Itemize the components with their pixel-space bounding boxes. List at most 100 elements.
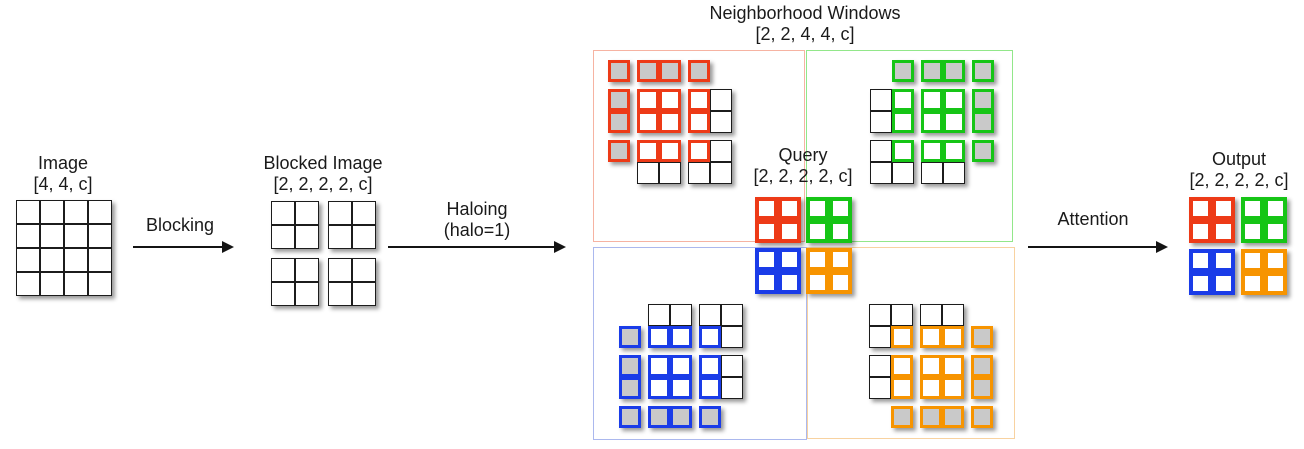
halo-cell (619, 406, 641, 428)
window-cell (778, 220, 801, 243)
image-cell (648, 304, 670, 326)
cell-group (972, 89, 994, 133)
neighborhood-title-line2: [2, 2, 4, 4, c] (755, 24, 855, 44)
image-cell (64, 200, 88, 224)
image-cell (64, 224, 88, 248)
window-cell (755, 248, 778, 271)
cell-group (1189, 249, 1235, 295)
window-cell (755, 220, 778, 243)
window-cell (943, 140, 965, 162)
neighborhood-box-green (806, 50, 1013, 242)
window-cell (1241, 197, 1264, 220)
cell-group (921, 140, 965, 184)
image-stage-label: Image [4, 4, c] (33, 153, 92, 195)
window-cell (670, 355, 692, 377)
halo-cell (971, 326, 993, 348)
window-cell (921, 89, 943, 111)
halo-cell (619, 377, 641, 399)
halo-cell (608, 60, 630, 82)
window-cell (1264, 272, 1287, 295)
window-cell (920, 355, 942, 377)
window-cell (699, 326, 721, 348)
image-cell (16, 200, 40, 224)
attention-arrow-head-icon (1156, 241, 1168, 253)
cell-group (608, 60, 630, 82)
window-cell (688, 111, 710, 133)
cell-group (971, 406, 993, 428)
halo-cell (972, 140, 994, 162)
window-cell (1189, 249, 1212, 272)
cell-group (920, 406, 964, 428)
image-cell (637, 162, 659, 184)
window-cell (891, 326, 913, 348)
image-cell (710, 111, 732, 133)
cell-group (972, 140, 994, 162)
halo-cell (637, 60, 659, 82)
output-stage-label: Output [2, 2, 2, 2, c] (1189, 149, 1288, 191)
query-shape: [2, 2, 2, 2, c] (753, 166, 853, 186)
window-cell (1241, 220, 1264, 243)
halo-cell (971, 377, 993, 399)
cell-group (891, 406, 913, 428)
blocking-arrow-line (133, 246, 222, 248)
query-stage-label: Query [2, 2, 2, 2, c] (753, 145, 852, 187)
cell-group (619, 355, 641, 399)
image-cell (710, 162, 732, 184)
window-cell (806, 248, 829, 271)
image-cell (328, 282, 352, 306)
window-cell (943, 111, 965, 133)
image-cell (16, 224, 40, 248)
halo-cell (648, 406, 670, 428)
image-cell (699, 304, 721, 326)
window-cell (1189, 220, 1212, 243)
image-cell (88, 248, 112, 272)
window-cell (829, 271, 852, 294)
window-cell (1264, 220, 1287, 243)
cell-group (1189, 197, 1235, 243)
halo-cell (670, 406, 692, 428)
window-cell (659, 111, 681, 133)
window-cell (920, 326, 942, 348)
window-cell (755, 271, 778, 294)
halo-cell (608, 89, 630, 111)
window-cell (920, 377, 942, 399)
image-cell (88, 272, 112, 296)
cell-group (688, 89, 732, 133)
halo-cell (921, 60, 943, 82)
cell-group (870, 89, 914, 133)
haloing-arrow-head-icon (554, 241, 566, 253)
image-cell (710, 89, 732, 111)
cell-group (637, 60, 681, 82)
image-cell (295, 225, 319, 249)
cell-group (608, 140, 630, 162)
cell-group (328, 258, 376, 306)
image-cell (40, 224, 64, 248)
window-cell (1264, 249, 1287, 272)
image-cell (328, 201, 352, 225)
image-cell (710, 140, 732, 162)
image-cell (40, 248, 64, 272)
image-cell (271, 282, 295, 306)
window-cell (942, 377, 964, 399)
neighborhood-title: Neighborhood Windows [2, 2, 4, 4, c] (709, 3, 900, 45)
cell-group (648, 304, 692, 348)
image-cell (870, 140, 892, 162)
cell-group (971, 355, 993, 399)
window-cell (942, 326, 964, 348)
haloing-label-line2: (halo=1) (443, 220, 511, 240)
output-title: Output (1211, 149, 1267, 169)
cell-group (637, 89, 681, 133)
cell-group (699, 304, 743, 348)
image-title: Image (37, 153, 89, 173)
window-cell (670, 377, 692, 399)
window-cell (921, 140, 943, 162)
window-cell (778, 248, 801, 271)
image-cell (721, 304, 743, 326)
cell-group (688, 140, 732, 184)
neighborhood-box-blue (593, 247, 807, 440)
halo-cell (971, 406, 993, 428)
window-cell (829, 220, 852, 243)
window-cell (670, 326, 692, 348)
cell-group (648, 406, 692, 428)
cell-group (892, 60, 914, 82)
